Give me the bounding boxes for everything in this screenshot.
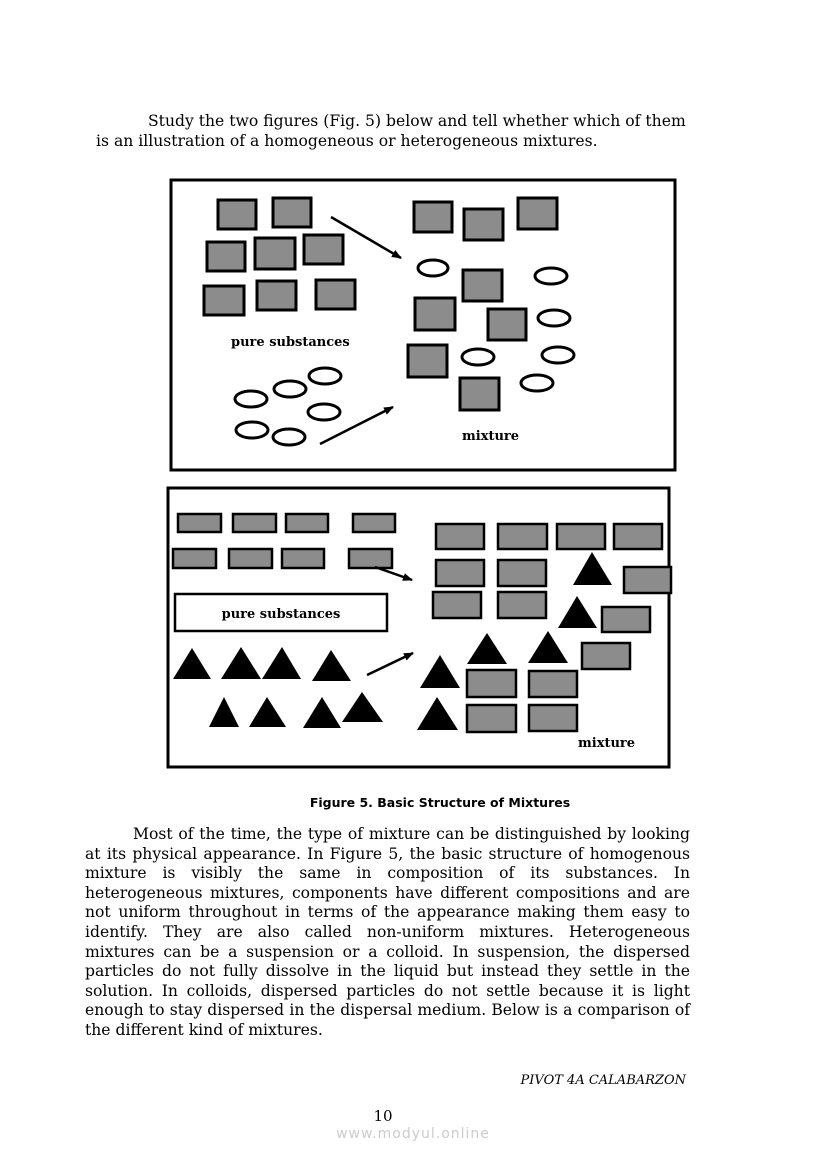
bottom-mixture-label: mixture (578, 736, 635, 751)
oval-particle (540, 345, 576, 365)
bottom-mixture-triangles (417, 552, 612, 730)
intro-line-2: is an illustration of a homogeneous or h… (96, 132, 598, 150)
footer-source: PIVOT 4A CALABARZON (520, 1073, 686, 1088)
oval-particle (533, 266, 569, 286)
oval-particle (233, 389, 269, 409)
top-mixture-ovals (416, 258, 576, 393)
rectangle-particle (465, 703, 518, 734)
bottom-pure-rectangles (171, 512, 397, 570)
square-particle (413, 296, 457, 332)
square-particle (462, 207, 505, 242)
rectangle-particle (347, 547, 394, 570)
square-particle (516, 196, 559, 231)
rectangle-particle (434, 522, 486, 551)
rectangle-particle (176, 512, 223, 534)
intro-text: Study the two figures (Fig. 5) below and… (96, 111, 716, 151)
top-mixture-label: mixture (462, 429, 519, 444)
square-particle (458, 376, 501, 412)
square-particle (255, 279, 298, 312)
square-particle (461, 268, 504, 303)
triangle-particle (342, 692, 383, 722)
oval-particle (306, 402, 342, 422)
rectangle-particle (622, 565, 673, 595)
rectangle-particle (527, 703, 579, 733)
square-particle (486, 307, 528, 342)
rectangle-particle (171, 547, 218, 570)
square-particle (412, 200, 454, 234)
oval-particle (234, 420, 270, 440)
top-panel-frame (169, 178, 677, 472)
oval-particle (416, 258, 450, 278)
figure-5: pure substances mixture (166, 178, 677, 769)
oval-particle (272, 379, 308, 399)
bottom-panel-frame (166, 486, 671, 769)
square-particle (271, 196, 313, 229)
intro-line-1: Study the two figures (Fig. 5) below and… (148, 112, 686, 130)
oval-particle (307, 366, 343, 386)
oval-particle (536, 308, 572, 328)
triangle-particle (467, 633, 507, 664)
triangle-particle (312, 650, 351, 681)
rectangle-particle (465, 668, 518, 699)
triangle-particle (209, 697, 239, 727)
rectangle-particle (600, 605, 652, 634)
square-particle (406, 343, 449, 379)
paragraph-indent (85, 825, 133, 843)
bottom-mixture-rectangles (431, 522, 673, 734)
square-particle (216, 198, 258, 231)
square-particle (253, 236, 297, 271)
rectangle-particle (496, 522, 549, 551)
top-pure-label: pure substances (231, 335, 350, 350)
rectangle-particle (612, 522, 664, 551)
triangle-particle (173, 648, 211, 679)
oval-particle (460, 347, 496, 367)
rectangle-particle (434, 558, 486, 588)
square-particle (202, 284, 246, 317)
triangle-particle (417, 697, 458, 730)
top-arrow-upper (330, 215, 402, 260)
bottom-pure-label: pure substances (222, 607, 341, 622)
body-paragraph: Most of the time, the type of mixture ca… (85, 825, 690, 1041)
triangle-particle (558, 596, 597, 628)
bottom-panel: pure substances (166, 486, 673, 769)
triangle-particle (573, 552, 612, 585)
bottom-arrow-lower (366, 651, 414, 677)
square-particle (302, 233, 345, 266)
rectangle-particle (555, 522, 607, 551)
rectangle-particle (496, 558, 548, 588)
watermark: www.modyul.online (336, 1126, 490, 1142)
bottom-pure-triangles (173, 647, 383, 728)
figure-caption: Figure 5. Basic Structure of Mixtures (309, 795, 571, 810)
triangle-particle (528, 631, 568, 663)
rectangle-particle (231, 512, 278, 534)
square-particle (205, 240, 247, 273)
rectangle-particle (227, 547, 274, 570)
triangle-particle (221, 647, 261, 679)
rectangle-particle (496, 590, 548, 620)
bottom-arrow-upper (374, 565, 413, 582)
rectangle-particle (580, 641, 632, 671)
oval-particle (519, 373, 555, 393)
rectangle-particle (527, 669, 579, 699)
rectangle-particle (280, 547, 326, 570)
triangle-particle (249, 697, 286, 727)
rectangle-particle (431, 590, 483, 620)
square-particle (314, 278, 357, 311)
triangle-particle (262, 647, 301, 679)
rectangle-particle (284, 512, 330, 534)
top-arrow-lower (319, 405, 394, 446)
rectangle-particle (351, 512, 397, 534)
page-number: 10 (373, 1107, 393, 1125)
top-panel: pure substances mixture (169, 178, 677, 472)
top-pure-squares (202, 196, 357, 317)
paragraph-text: Most of the time, the type of mixture ca… (85, 825, 690, 1039)
oval-particle (271, 427, 307, 447)
bottom-pure-label-box (173, 592, 389, 633)
triangle-particle (303, 697, 341, 728)
top-mixture-squares (406, 196, 559, 412)
top-pure-ovals (233, 366, 343, 447)
triangle-particle (420, 655, 460, 688)
